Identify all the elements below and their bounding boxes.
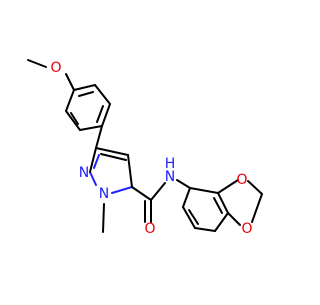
bond-a3 — [101, 103, 111, 127]
bond-b3 — [194, 227, 216, 232]
bond-a3-inner — [96, 105, 104, 123]
atom-label-n2: N — [79, 165, 89, 181]
structure-canvas: O N N O N H — [27, 59, 263, 237]
bond-p1-inner — [100, 153, 127, 161]
atom-label-amide-h: H — [165, 156, 176, 172]
amide-group: O N H — [131, 156, 191, 237]
bond-nh-aryl — [176, 179, 191, 189]
bond-b2-inner — [188, 209, 199, 225]
bond-n-methyl — [102, 203, 105, 233]
bond-a2 — [94, 84, 111, 105]
bond-a6 — [65, 89, 75, 112]
bond-a5-inner — [70, 112, 79, 125]
atom-label-dioxole-o2: O — [241, 221, 252, 237]
dioxole-ring: O O — [217, 172, 263, 237]
bond-b5-inner — [213, 197, 223, 214]
bond-p4 — [89, 171, 97, 186]
bond-d1 — [217, 179, 239, 194]
methoxy-group: O — [27, 59, 75, 91]
atom-label-amide-n: N — [165, 169, 175, 185]
molecule-diagram: O N N O N H — [27, 59, 263, 237]
bond-aryl-pyrazole — [95, 125, 103, 149]
bond-d2 — [247, 180, 263, 195]
bond-a4 — [79, 125, 103, 131]
bond-a5 — [65, 110, 81, 131]
methoxyphenyl-ring — [65, 84, 111, 131]
benzodioxole-ring — [182, 187, 229, 232]
bond-a1-inner — [78, 91, 94, 97]
bond-d3 — [251, 193, 263, 223]
bond-b4 — [214, 212, 229, 232]
atom-label-methoxy-o: O — [50, 60, 61, 76]
bond-c-nh — [150, 182, 166, 201]
bond-d4 — [227, 212, 241, 226]
atom-label-n1: N — [99, 186, 109, 202]
bond-p5-inner — [93, 154, 100, 169]
bond-b5 — [217, 192, 229, 214]
atom-label-amide-o: O — [144, 221, 155, 237]
pyrazole-ring: N N — [79, 147, 133, 202]
bond-p2 — [127, 154, 133, 188]
bond-p3 — [111, 186, 133, 194]
atom-label-dioxole-o1: O — [236, 172, 247, 188]
bond-b2 — [182, 206, 196, 229]
bond-carbonyl-c — [131, 186, 152, 201]
bond-p1 — [95, 147, 129, 156]
bond-p5 — [89, 147, 97, 173]
bond-a1 — [73, 84, 96, 91]
bond-b1 — [182, 187, 191, 208]
bond-methyl-o — [27, 59, 47, 68]
bond-o-aryl — [65, 73, 75, 91]
bond-b6 — [189, 187, 219, 194]
